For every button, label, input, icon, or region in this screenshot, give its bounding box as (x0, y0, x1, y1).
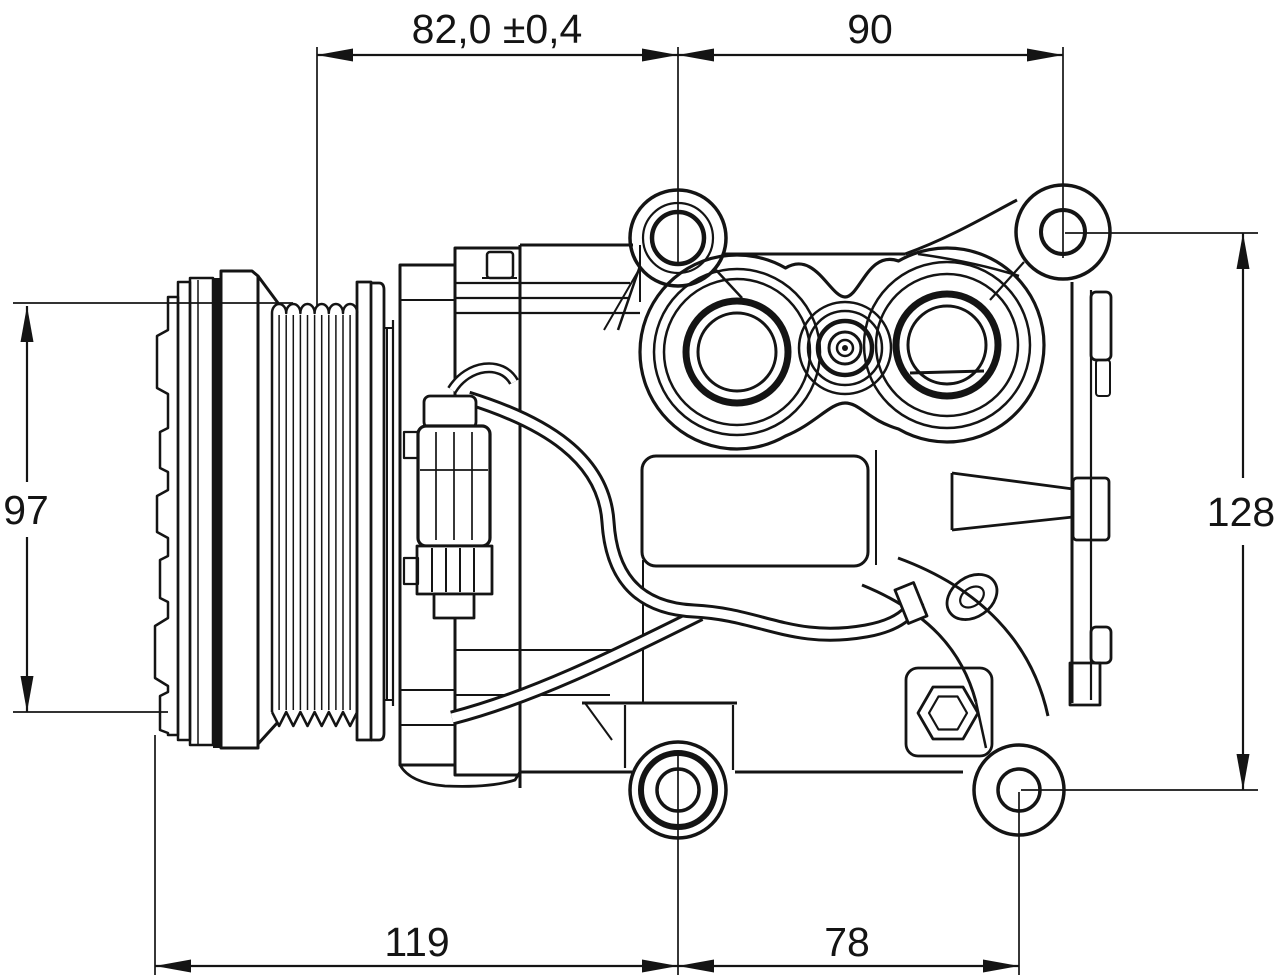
dimension-label: 90 (847, 6, 893, 52)
linkage-pivot (945, 573, 999, 621)
harness-end-fitting (893, 581, 929, 625)
hex-bolt (916, 685, 980, 741)
top-bolt-boss (485, 250, 515, 280)
rear-linkage (861, 556, 1050, 758)
dimension-label: 97 (3, 487, 49, 533)
dimension-label: 119 (384, 919, 449, 965)
dimension-bottom-left-width: 119 (154, 735, 679, 975)
clutch-spring-plate (153, 295, 180, 737)
clutch-plate-inner (188, 276, 215, 747)
rear-head-ports (638, 246, 1046, 451)
mounting-rail (950, 282, 1113, 707)
arrowhead (678, 959, 714, 973)
arrowhead (20, 306, 34, 342)
arrowhead (983, 959, 1019, 973)
housing-foot (398, 764, 522, 788)
mounting-arm (950, 471, 1074, 532)
arrowhead (317, 48, 353, 62)
clutch-friction-band (213, 278, 221, 748)
shaft-center-fitting (797, 300, 893, 396)
dimension-label: 82,0 ±0,4 (412, 6, 583, 52)
dimension-top-right-width: 90 (678, 6, 1064, 258)
wire-harness (447, 362, 929, 726)
arrowhead (155, 959, 191, 973)
dimension-label: 78 (824, 919, 870, 965)
suction-port (652, 267, 822, 437)
discharge-port (862, 260, 1032, 430)
dimension-left-height: 97 (3, 302, 293, 713)
arrowhead (642, 959, 678, 973)
hex-bolt-plate (904, 666, 994, 758)
dimension-right-height: 128 (1021, 232, 1275, 791)
clutch-plate-outer (176, 280, 192, 742)
dimension-label: 128 (1207, 489, 1275, 535)
arrowhead (1236, 233, 1250, 269)
arrowhead (1027, 48, 1063, 62)
belt-grooves (270, 302, 359, 728)
name-plate (640, 454, 870, 568)
pulley-flange (355, 280, 373, 742)
mounting-boss-top-center (603, 188, 743, 331)
top-right-bracket (904, 198, 1018, 256)
electrical-connector (402, 394, 494, 620)
dimension-bottom-right-width: 78 (678, 792, 1020, 975)
pulley-hub (219, 269, 260, 750)
arrowhead (642, 48, 678, 62)
arrowhead (1236, 754, 1250, 790)
pulley-flange-lip (371, 281, 386, 742)
mounting-boss-top-right (989, 183, 1112, 301)
arrowhead (20, 676, 34, 712)
dimension-top-width: 82,0 ±0,4 (316, 6, 679, 307)
pulley-assembly (153, 269, 395, 750)
arrowhead (678, 48, 714, 62)
port-boss-outline (638, 246, 1046, 451)
